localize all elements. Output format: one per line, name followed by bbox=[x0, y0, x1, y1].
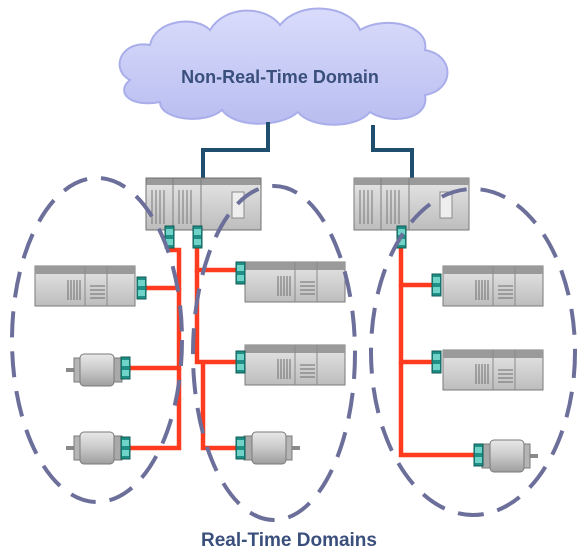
drive-unit-3 bbox=[244, 344, 346, 386]
drive-unit-4 bbox=[442, 265, 544, 307]
realtime-domain-left bbox=[10, 176, 184, 504]
servo-motor-2 bbox=[65, 431, 123, 465]
backbone-links bbox=[201, 122, 414, 180]
servo-motor-4 bbox=[481, 439, 539, 473]
drive-unit-1 bbox=[34, 265, 136, 307]
drive-unit-2 bbox=[244, 261, 346, 303]
realtime-domains bbox=[10, 176, 577, 522]
servo-motor-3 bbox=[243, 431, 301, 465]
realtime-domain-right bbox=[369, 187, 577, 517]
realtime-domain-middle bbox=[191, 184, 357, 522]
realtime-domains-label: Real-Time Domains bbox=[201, 530, 377, 551]
servo-motor-1 bbox=[65, 353, 123, 387]
non-realtime-domain-cloud bbox=[118, 7, 449, 126]
cloud-label: Non-Real-Time Domain bbox=[181, 67, 379, 87]
realtime-links bbox=[130, 240, 477, 458]
drive-unit-5 bbox=[442, 349, 544, 391]
plc-controller-left bbox=[145, 177, 262, 231]
plc-controller-right bbox=[353, 177, 470, 231]
